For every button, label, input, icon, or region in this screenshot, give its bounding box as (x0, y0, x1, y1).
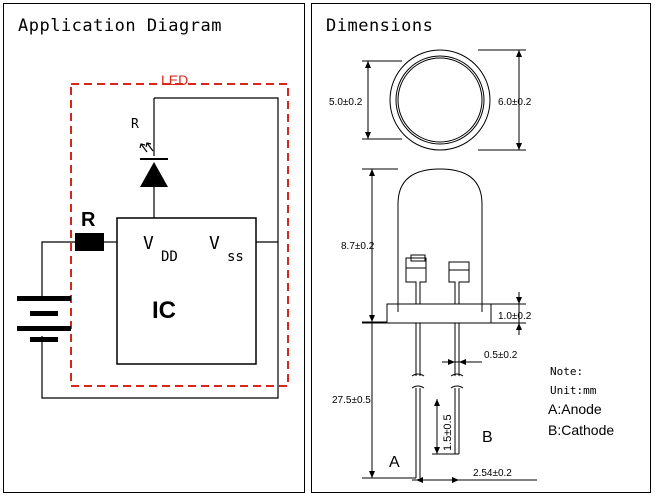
vss-subscript: ss (227, 249, 244, 265)
led-symbol-label: R (131, 117, 139, 132)
note-cathode: B:Cathode (548, 422, 614, 438)
led-dimension-drawing: 5.0±0.2 6.0±0.2 8.7±0.2 1.0±0.2 0.5±0.2 … (329, 49, 614, 483)
led-flange (386, 303, 492, 324)
led-diode-symbol (139, 142, 168, 187)
led-boundary (70, 83, 289, 387)
note-unit: Unit:mm (550, 384, 597, 397)
battery-icon (17, 296, 71, 342)
application-circuit: LED R (17, 72, 289, 399)
top-view-outer-circle (389, 49, 491, 151)
vdd-subscript: DD (161, 249, 178, 265)
light-arrows-icon (139, 142, 154, 153)
resistor-label: R (81, 209, 96, 231)
led-label: LED (161, 72, 188, 88)
top-view-inner-circle (397, 57, 483, 143)
led-body-outline (397, 168, 483, 312)
dim-outer-diameter: 6.0±0.2 (498, 97, 532, 108)
vdd-label: V (143, 233, 154, 254)
vss-label: V (209, 233, 220, 254)
dim-lead-width: 0.5±0.2 (484, 350, 518, 361)
lead-b-label: B (482, 429, 493, 446)
dim-lead-length: 27.5±0.5 (332, 395, 371, 406)
note-anode: A:Anode (548, 401, 602, 417)
dim-inner-diameter: 5.0±0.2 (329, 97, 363, 108)
lead-a-label: A (389, 454, 400, 471)
dim-lead-offset: 1.5±0.5 (442, 414, 454, 451)
ic-chip (116, 217, 257, 365)
dim-body-height: 8.7±0.2 (341, 241, 375, 252)
application-diagram-title: Application Diagram (18, 16, 222, 36)
circuit-wires (41, 97, 279, 399)
ic-label: IC (152, 297, 176, 324)
dimensions-panel: Dimensions (311, 3, 651, 493)
note-title: Note: (550, 365, 583, 378)
resistor-symbol (75, 233, 104, 251)
dim-pitch: 2.54±0.2 (473, 468, 512, 479)
application-diagram-panel: Application Diagram LED R (3, 3, 305, 493)
dim-flange: 1.0±0.2 (498, 311, 532, 322)
dimensions-title: Dimensions (326, 16, 434, 36)
